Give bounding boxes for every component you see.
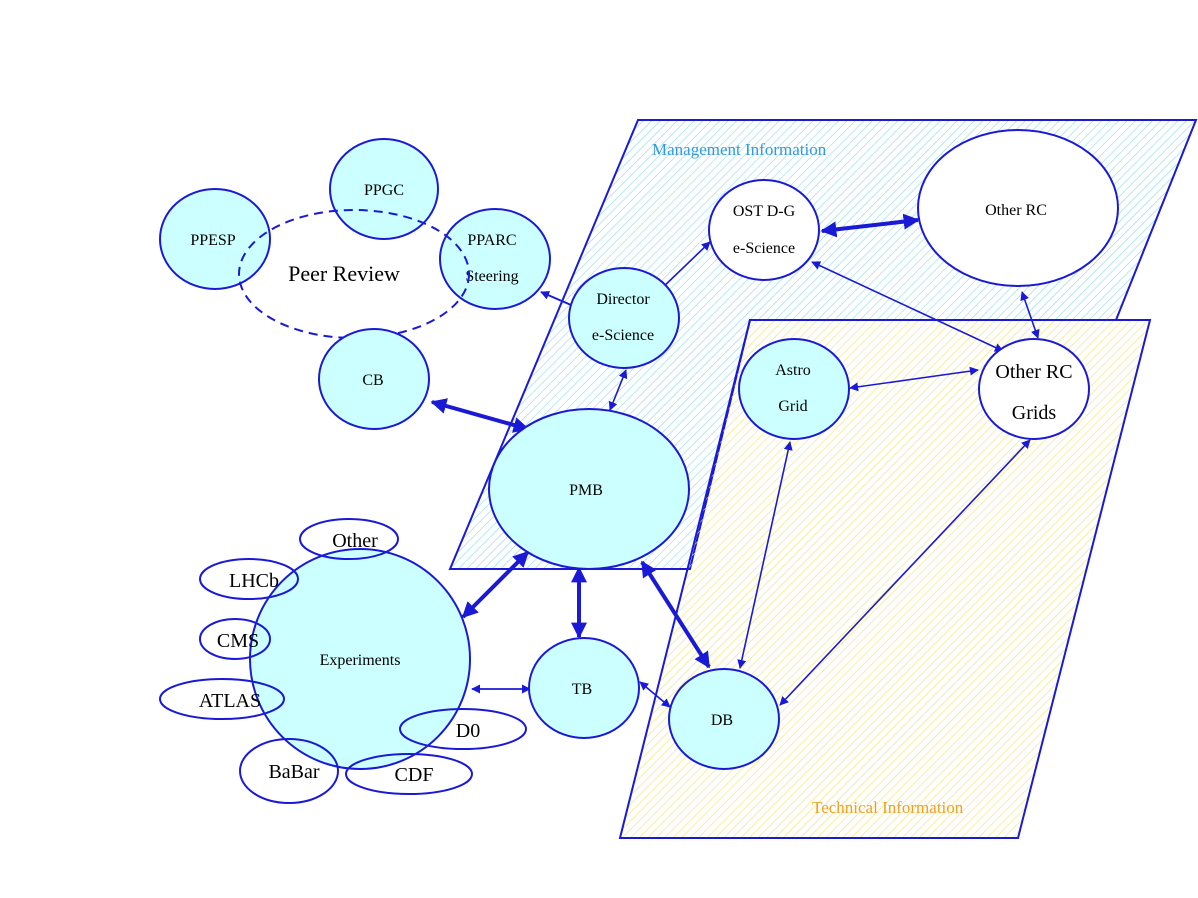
svg-text:PPARC: PPARC bbox=[467, 232, 516, 249]
node-other-rc-grids: Other RC Grids bbox=[978, 338, 1090, 440]
node-pmb: PMB bbox=[488, 408, 690, 570]
node-ppgc: PPGC bbox=[329, 138, 439, 240]
node-ppesp: PPESP bbox=[159, 188, 271, 290]
node-d0: D0 bbox=[399, 708, 527, 750]
edge-astro-otherrcgrids bbox=[849, 366, 979, 392]
svg-text:PPESP: PPESP bbox=[190, 232, 235, 249]
svg-text:Astro: Astro bbox=[775, 362, 811, 379]
svg-text:D0: D0 bbox=[456, 720, 480, 742]
node-cb: CB bbox=[318, 328, 430, 430]
svg-text:BaBar: BaBar bbox=[268, 761, 319, 783]
node-babar: BaBar bbox=[239, 738, 339, 804]
svg-text:Other: Other bbox=[332, 530, 378, 552]
technical-region-label: Technical Information bbox=[812, 798, 964, 817]
edge-cb-pmb bbox=[430, 398, 530, 433]
svg-text:OST D-G: OST D-G bbox=[733, 203, 796, 220]
node-cms: CMS bbox=[199, 618, 271, 660]
svg-text:Grid: Grid bbox=[778, 398, 807, 415]
svg-text:TB: TB bbox=[572, 681, 592, 698]
node-cdf: CDF bbox=[345, 753, 473, 795]
svg-text:DB: DB bbox=[711, 712, 733, 729]
edge-ost-otherrc bbox=[820, 213, 920, 238]
edge-tb-db bbox=[639, 681, 671, 708]
node-other-rc: Other RC bbox=[917, 129, 1119, 287]
svg-text:Other RC: Other RC bbox=[995, 361, 1072, 383]
node-lhcb: LHCb bbox=[199, 558, 299, 600]
node-db: DB bbox=[668, 668, 780, 770]
svg-text:Experiments: Experiments bbox=[320, 652, 401, 669]
svg-text:CB: CB bbox=[362, 372, 383, 389]
svg-text:e-Science: e-Science bbox=[733, 240, 795, 257]
management-region-label: Management Information bbox=[652, 140, 827, 159]
svg-text:PPGC: PPGC bbox=[364, 182, 404, 199]
edge-ost-otherrcgrids bbox=[811, 261, 1004, 352]
peer-review-group: Peer Review bbox=[238, 209, 470, 339]
node-atlas: ATLAS bbox=[159, 678, 285, 720]
svg-text:CDF: CDF bbox=[395, 764, 434, 786]
svg-text:Steering: Steering bbox=[465, 268, 518, 285]
node-experiments: Experiments bbox=[249, 548, 471, 770]
svg-text:e-Science: e-Science bbox=[592, 327, 654, 344]
edge-pmb-experiments bbox=[461, 550, 530, 619]
edge-otherrc-otherrcgrids bbox=[1020, 291, 1040, 339]
svg-text:Director: Director bbox=[596, 291, 650, 308]
node-pparc-steering: PPARC Steering bbox=[439, 208, 551, 310]
edge-director-ost bbox=[659, 241, 711, 291]
svg-text:Peer Review: Peer Review bbox=[288, 261, 400, 286]
svg-text:LHCb: LHCb bbox=[229, 570, 279, 592]
node-other: Other bbox=[299, 518, 399, 560]
svg-text:Other RC: Other RC bbox=[985, 202, 1047, 219]
edge-pmb-db bbox=[640, 560, 711, 669]
svg-text:ATLAS: ATLAS bbox=[199, 690, 261, 712]
svg-text:PMB: PMB bbox=[569, 482, 603, 499]
svg-text:Grids: Grids bbox=[1012, 402, 1057, 424]
svg-text:CMS: CMS bbox=[217, 630, 259, 652]
node-director-escience: Director e-Science bbox=[568, 267, 680, 369]
edges bbox=[430, 213, 1040, 708]
node-astrogrid: Astro Grid bbox=[738, 338, 850, 440]
node-ost-dg-escience: OST D-G e-Science bbox=[708, 179, 820, 281]
edge-director-pmb bbox=[608, 369, 628, 411]
edge-otherrcgrids-db bbox=[779, 439, 1031, 706]
node-tb: TB bbox=[528, 637, 640, 739]
